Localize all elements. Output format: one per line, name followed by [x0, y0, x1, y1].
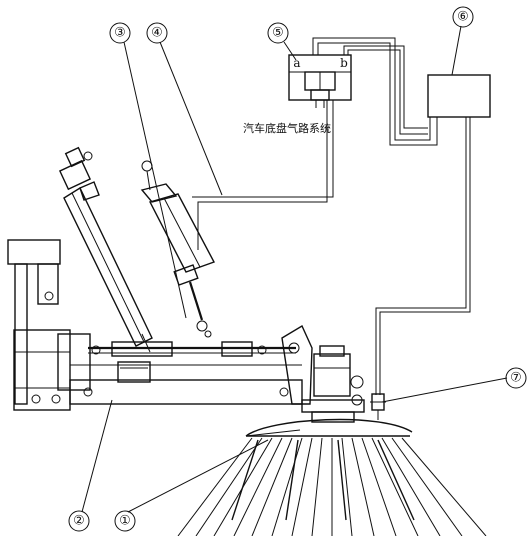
svg-text:⑦: ⑦ — [510, 371, 522, 386]
controller-box — [427, 74, 491, 118]
callout-1: ① — [114, 510, 136, 532]
mounting-bracket — [7, 239, 71, 411]
callout-2: ② — [68, 510, 90, 532]
connecting-rod — [88, 341, 296, 357]
pneumatic-lines — [192, 37, 471, 395]
brush-motor — [301, 345, 365, 423]
svg-text:①: ① — [119, 514, 131, 529]
svg-text:②: ② — [73, 514, 85, 529]
pivot-plate — [281, 324, 313, 405]
solenoid-valve: a b — [288, 54, 352, 108]
callout-leaders — [81, 25, 508, 513]
callout-4: ④ — [146, 22, 168, 44]
callout-6: ⑥ — [452, 6, 474, 28]
svg-text:⑤: ⑤ — [272, 26, 284, 41]
lift-cylinder-4 — [140, 160, 215, 338]
air-system-label: 汽车底盘气路系统 — [243, 121, 331, 135]
rotary-brush — [177, 418, 487, 536]
lift-cylinder-3 — [58, 146, 153, 353]
svg-text:⑥: ⑥ — [457, 10, 469, 25]
svg-text:③: ③ — [114, 26, 126, 41]
swing-arm — [57, 333, 303, 405]
valve-port-a: a — [293, 56, 300, 70]
callout-5: ⑤ — [267, 22, 289, 44]
callout-3: ③ — [109, 22, 131, 44]
proximity-sensor — [370, 393, 386, 420]
svg-text:④: ④ — [151, 26, 163, 41]
callout-7: ⑦ — [505, 367, 527, 389]
valve-port-b: b — [340, 56, 348, 70]
